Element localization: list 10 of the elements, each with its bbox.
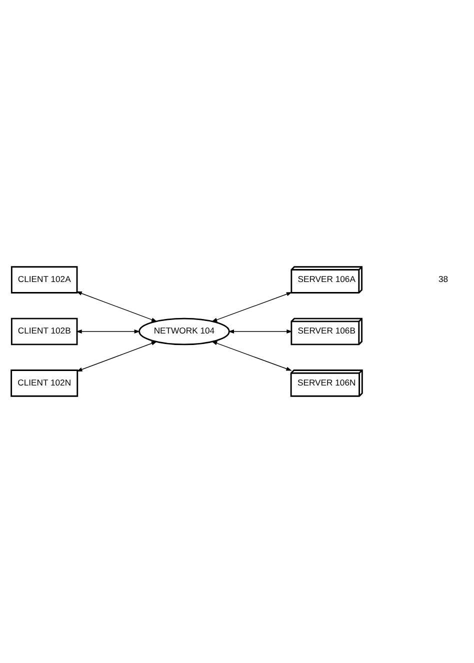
label: 38 — [438, 274, 448, 284]
arrow — [76, 291, 158, 322]
arrow — [76, 341, 158, 372]
arrow — [211, 341, 292, 371]
arrow — [211, 292, 292, 322]
arrow — [228, 329, 292, 334]
node-box: CLIENT 102A — [10, 266, 78, 294]
node-box: CLIENT 102B — [10, 318, 78, 346]
node-box: CLIENT 102N — [10, 370, 78, 397]
arrow — [76, 329, 140, 334]
